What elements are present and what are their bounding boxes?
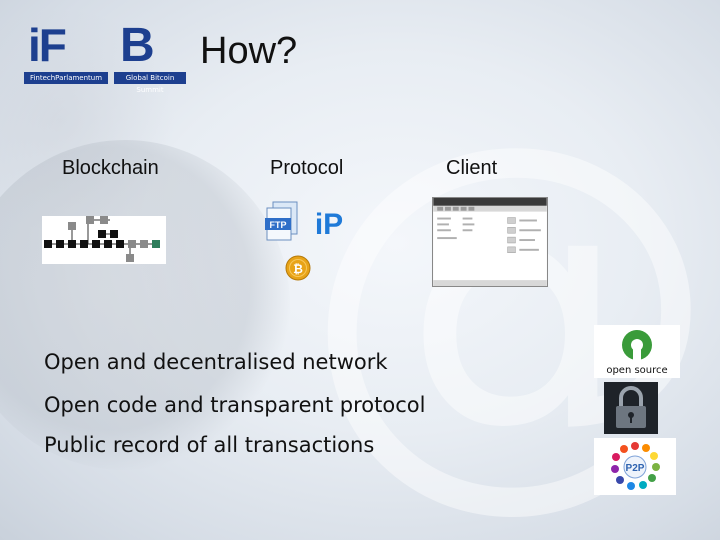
summit-logo: iF B FintechParlamentum Global Bitcoin S…: [22, 18, 202, 94]
open-source-logo: open source: [594, 325, 680, 378]
bitcoin-symbol: ₿: [293, 262, 303, 276]
padlock-icon: [604, 382, 658, 434]
open-source-label: open source: [606, 365, 667, 376]
ftp-label: FTP: [270, 220, 287, 230]
background-coins-watermark: [0, 140, 290, 470]
column-heading-client: Client: [446, 157, 498, 179]
ip-icon: iP: [315, 208, 343, 240]
ftp-icon: FTP: [265, 201, 298, 241]
logo-subtitle-left: FintechParlamentum: [24, 72, 108, 84]
column-heading-protocol: Protocol: [270, 157, 344, 179]
bullet-open-code: Open code and transparent protocol: [44, 393, 426, 417]
slide-title: How?: [200, 30, 298, 72]
column-heading-blockchain: Blockchain: [62, 157, 159, 179]
logo-letters: iF: [28, 19, 67, 71]
ip-label: iP: [315, 208, 343, 240]
bitcoin-coin-icon: ₿: [285, 255, 311, 281]
blockchain-diagram: [42, 216, 166, 264]
p2p-network-icon: P2P: [594, 438, 676, 495]
bitcoin-logo-icon: B: [120, 19, 155, 72]
client-screenshot: [432, 197, 548, 287]
p2p-label: P2P: [626, 463, 645, 474]
bullet-open-network: Open and decentralised network: [44, 350, 388, 374]
logo-subtitle-right: Global Bitcoin Summit: [114, 72, 186, 94]
bullet-public-record: Public record of all transactions: [44, 433, 375, 457]
